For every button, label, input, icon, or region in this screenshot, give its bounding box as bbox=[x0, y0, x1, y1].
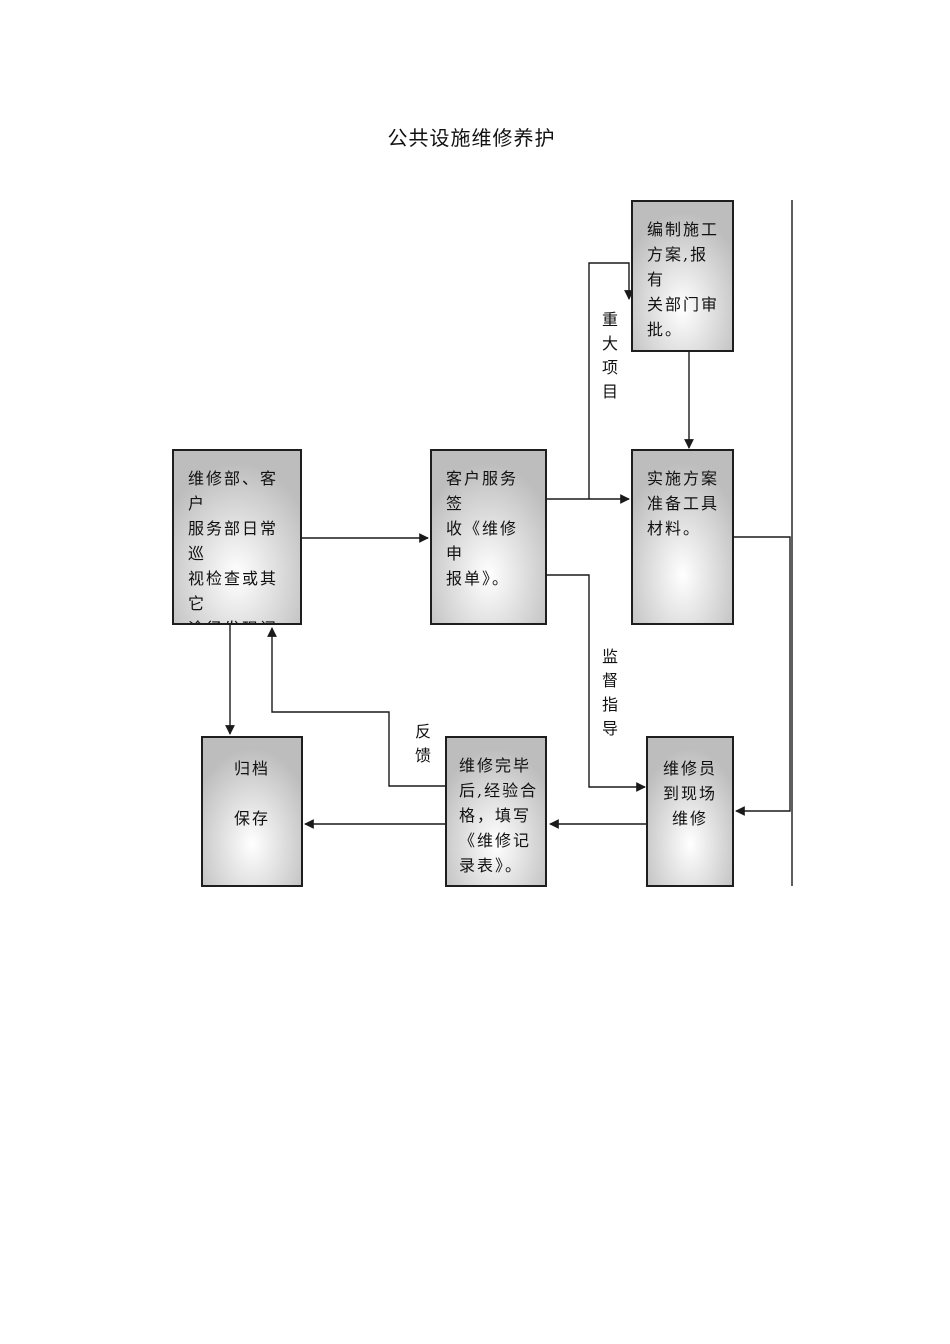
arrow-feedback-to-inspect bbox=[267, 627, 445, 787]
label-feedback: 反 馈 bbox=[414, 722, 431, 765]
arrow-major-project-to-plan bbox=[588, 262, 634, 499]
label-major-project: 重 大 项 目 bbox=[601, 310, 618, 401]
node-construction-plan: 编制施工 方案,报有 关部门审 批。 bbox=[631, 200, 734, 352]
label-supervise-guide: 监 督 指 导 bbox=[601, 647, 618, 738]
node-repairman-onsite: 维修员 到现场 维修 bbox=[646, 736, 734, 887]
node-daily-inspection: 维修部、客户 服务部日常巡 视检查或其它 途径发现问 题，填《维修 申报单》。 bbox=[172, 449, 302, 625]
node-service-sign: 客户服务签 收《维修申 报单》。 bbox=[430, 449, 547, 625]
node-repair-complete: 维修完毕 后,经验合 格，填写 《维修记 录表》。 bbox=[445, 736, 547, 887]
node-archive: 归档 保存 bbox=[201, 736, 303, 887]
node-implement-plan: 实施方案 准备工具 材料。 bbox=[631, 449, 734, 625]
arrow-supervise-to-repairman bbox=[546, 574, 646, 792]
page-title: 公共设施维修养护 bbox=[387, 126, 556, 150]
arrow-implement-to-repairman bbox=[733, 536, 791, 816]
